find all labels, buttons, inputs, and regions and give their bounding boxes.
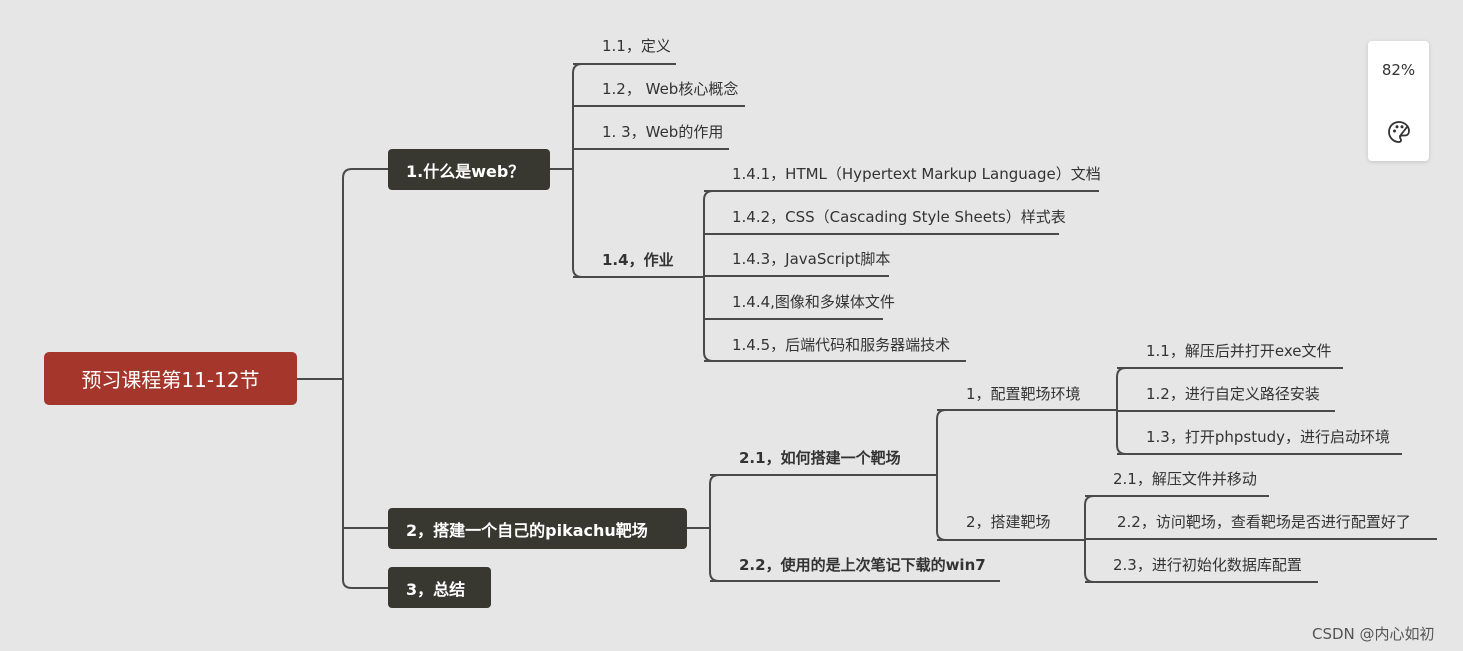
watermark: CSDN @内心如初 [1312, 625, 1435, 643]
topic-label: 3，总结 [406, 579, 466, 599]
node-1-4-2[interactable]: 1.4.2，CSS（Cascading Style Sheets）样式表 [732, 208, 1066, 226]
node-build-3[interactable]: 2.3，进行初始化数据库配置 [1113, 556, 1302, 574]
node-build-range[interactable]: 2，搭建靶场 [966, 513, 1051, 531]
node-1-1[interactable]: 1.1，定义 [602, 37, 671, 55]
topic-node-what-is-web[interactable]: 1.什么是web？ [388, 149, 550, 190]
zoom-level[interactable]: 82% [1381, 61, 1416, 79]
topic-node-build-range[interactable]: 2，搭建一个自己的pikachu靶场 [388, 508, 687, 549]
node-build-2[interactable]: 2.2，访问靶场，查看靶场是否进行配置好了 [1117, 513, 1411, 531]
node-1-3[interactable]: 1. 3，Web的作用 [602, 123, 724, 141]
topic-label: 1.什么是web？ [406, 161, 525, 181]
node-config-env[interactable]: 1，配置靶场环境 [966, 385, 1081, 403]
node-2-2[interactable]: 2.2，使用的是上次笔记下载的win7 [739, 556, 986, 574]
node-config-3[interactable]: 1.3，打开phpstudy，进行启动环境 [1146, 428, 1391, 446]
node-1-4-5[interactable]: 1.4.5，后端代码和服务器端技术 [732, 336, 951, 354]
node-config-1[interactable]: 1.1，解压后并打开exe文件 [1146, 342, 1332, 360]
root-node[interactable]: 预习课程第11-12节 [44, 352, 297, 405]
node-2-1[interactable]: 2.1，如何搭建一个靶场 [739, 449, 901, 467]
palette-icon[interactable] [1386, 119, 1412, 145]
node-1-4-1[interactable]: 1.4.1，HTML（Hypertext Markup Language）文档 [732, 165, 1101, 183]
node-config-2[interactable]: 1.2，进行自定义路径安装 [1146, 385, 1320, 403]
node-1-4[interactable]: 1.4，作业 [602, 251, 674, 269]
node-1-2[interactable]: 1.2， Web核心概念 [602, 80, 739, 98]
node-1-4-4[interactable]: 1.4.4,图像和多媒体文件 [732, 293, 895, 311]
root-label: 预习课程第11-12节 [81, 368, 260, 392]
topic-label: 2，搭建一个自己的pikachu靶场 [406, 520, 648, 540]
node-1-4-3[interactable]: 1.4.3，JavaScript脚本 [732, 250, 891, 268]
topic-node-summary[interactable]: 3，总结 [388, 567, 491, 608]
zoom-panel: 82% [1368, 41, 1429, 161]
node-build-1[interactable]: 2.1，解压文件并移动 [1113, 470, 1257, 488]
